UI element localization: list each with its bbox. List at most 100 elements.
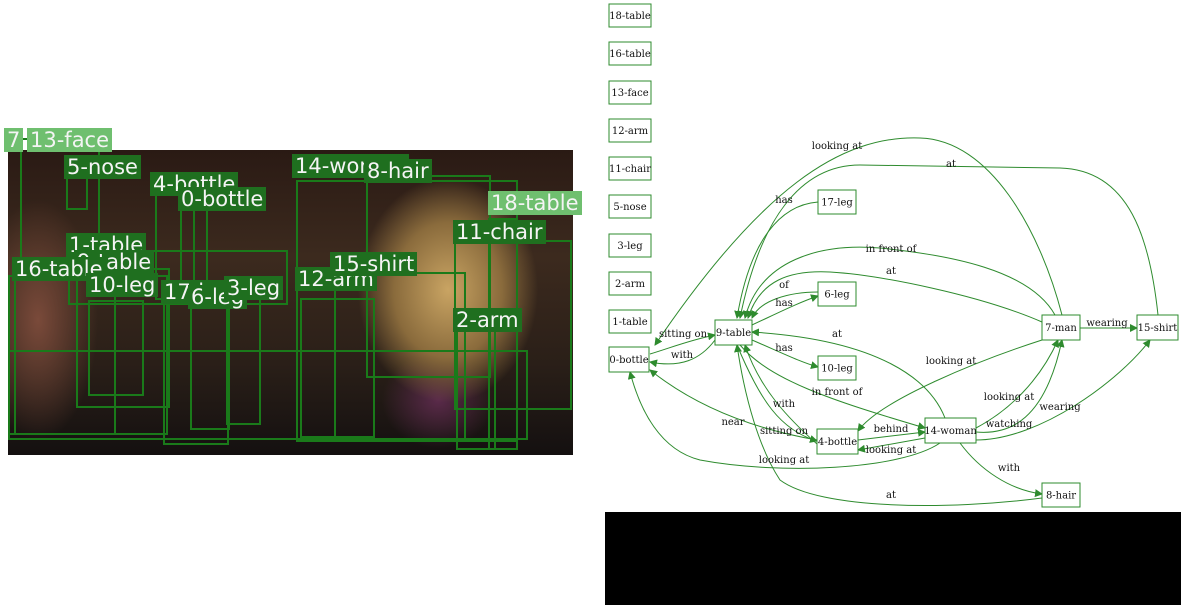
redaction-block (605, 512, 1181, 605)
edge-label-8: with (671, 350, 694, 361)
node-12-arm: 12-arm (608, 118, 652, 143)
edge-10 (751, 328, 946, 419)
node-7-man: 7-man (1041, 314, 1081, 341)
bbox-floor (8, 350, 528, 440)
edge-23 (959, 442, 1043, 498)
node-6-leg: 6-leg (817, 281, 857, 307)
edge-label-0: looking at (812, 141, 863, 152)
node-17-leg: 17-leg (817, 189, 857, 215)
node-12-arm-label: 12-arm (612, 126, 649, 137)
node-13-face-label: 13-face (611, 88, 648, 99)
edge-20 (627, 371, 941, 469)
tag-3-leg: 3-leg (224, 276, 284, 300)
edge-label-4: at (886, 266, 896, 277)
edge-label-12: with (773, 399, 796, 410)
tag-10-leg: 10-leg (86, 273, 159, 297)
tag-8-hair: 8-hair (364, 159, 432, 183)
edge-6 (751, 294, 819, 326)
tag-5-nose: 5-nose (64, 155, 141, 179)
tag-13-face: 13-face (27, 128, 113, 152)
edge-17 (857, 437, 926, 453)
edge-label-11: looking at (926, 356, 977, 367)
edge-label-24: at (886, 490, 896, 501)
node-9-table: 9-table (714, 319, 753, 346)
edge-label-10: at (832, 329, 842, 340)
node-1-table-label: 1-table (612, 317, 647, 328)
edge-13 (739, 344, 926, 430)
edge-label-18: looking at (984, 392, 1035, 403)
node-5-nose-label: 5-nose (613, 202, 646, 213)
tag-18-table: 18-table (488, 191, 582, 215)
edge-11 (857, 339, 1043, 432)
scene-photo: 7 13-face 5-nose 4-bottle 0-bottle 14-wo… (4, 128, 582, 455)
bbox-leg-10 (88, 300, 144, 396)
node-7-man-label: 7-man (1045, 323, 1077, 334)
edge-7 (649, 332, 716, 355)
edge-4 (746, 271, 1043, 323)
edge-label-7: sitting on (659, 329, 708, 340)
edge-14 (649, 369, 818, 441)
bbox-arm-12 (300, 298, 375, 438)
edge-0 (654, 137, 1063, 346)
node-17-leg-label: 17-leg (821, 198, 853, 209)
edge-22 (975, 339, 1151, 441)
node-1-table: 1-table (608, 309, 652, 334)
node-9-table-label: 9-table (716, 328, 751, 339)
edge-24 (734, 344, 1043, 506)
node-3-leg: 3-leg (608, 233, 652, 258)
edge-label-21: wearing (1086, 318, 1128, 329)
edge-18 (975, 339, 1059, 429)
tag-7: 7 (4, 128, 24, 152)
edge-label-19: watching (986, 419, 1033, 430)
edge-label-14: near (721, 417, 744, 428)
node-16-table: 16-table (608, 41, 652, 66)
node-10-leg-label: 10-leg (821, 364, 853, 375)
edge-label-17: looking at (866, 445, 917, 456)
edge-label-3: in front of (866, 244, 918, 255)
edge-label-22: wearing (1039, 402, 1081, 413)
bbox-table-18 (488, 218, 518, 450)
node-16-table-label: 16-table (609, 49, 651, 60)
edge-2 (734, 201, 819, 319)
edge-15 (743, 344, 818, 445)
node-10-leg: 10-leg (817, 355, 857, 381)
edge-label-1: at (946, 159, 956, 170)
node-4-bottle-label: 4-bottle (818, 437, 857, 448)
node-5-nose: 5-nose (608, 194, 652, 219)
node-0-bottle: 0-bottle (608, 346, 650, 373)
node-3-leg-label: 3-leg (617, 241, 643, 252)
edge-19 (975, 339, 1065, 433)
node-2-arm: 2-arm (608, 271, 652, 296)
node-13-face: 13-face (608, 80, 652, 105)
node-6-leg-label: 6-leg (824, 290, 850, 301)
edge-label-2: has (775, 195, 793, 206)
node-14-woman: 14-woman (924, 417, 977, 444)
node-4-bottle: 4-bottle (816, 428, 859, 455)
tag-0-bottle: 0-bottle (178, 187, 267, 211)
node-18-table-label: 18-table (609, 11, 651, 22)
photo-background (8, 150, 573, 455)
edge-8 (649, 339, 716, 368)
node-2-arm-label: 2-arm (615, 279, 645, 290)
edge-16 (857, 428, 926, 441)
tag-2-arm: 2-arm (453, 308, 522, 332)
edge-label-23: with (998, 463, 1021, 474)
tag-16-table: 16-table (12, 257, 106, 281)
edge-label-9: has (775, 343, 793, 354)
node-11-chair: 11-chair (608, 156, 652, 181)
edge-label-15: sitting on (760, 426, 809, 437)
node-14-woman-label: 14-woman (924, 426, 977, 437)
edge-9 (751, 339, 819, 369)
node-8-hair-label: 8-hair (1046, 491, 1076, 502)
node-11-chair-label: 11-chair (609, 164, 651, 175)
edge-1 (737, 164, 1159, 319)
edge-12 (736, 344, 818, 443)
edge-5 (751, 291, 819, 319)
node-18-table: 18-table (608, 3, 652, 28)
edge-label-20: looking at (759, 455, 810, 466)
edge-label-16: behind (874, 424, 909, 435)
edge-label-5: of (779, 280, 790, 291)
node-0-bottle-label: 0-bottle (609, 355, 648, 366)
node-8-hair: 8-hair (1041, 482, 1081, 508)
